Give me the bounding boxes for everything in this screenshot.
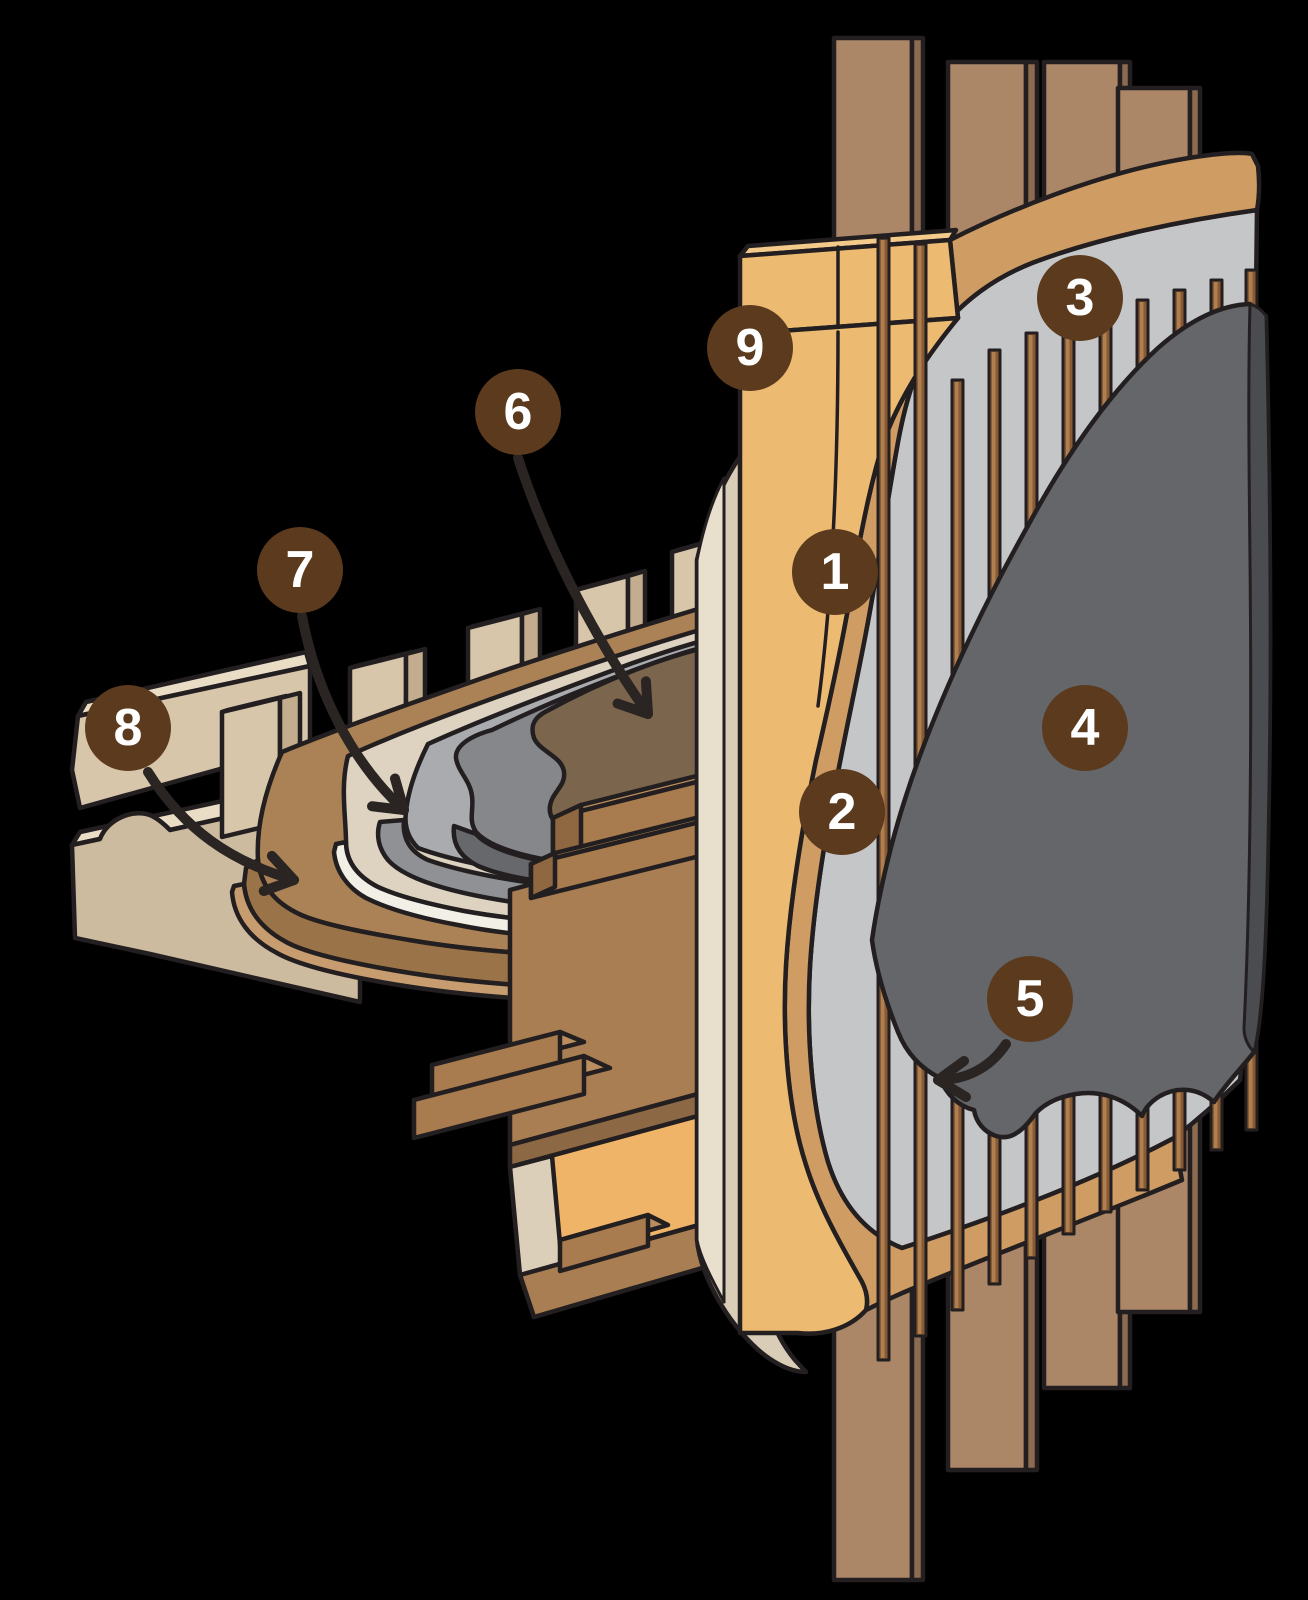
callout-3-label: 3 <box>1065 269 1095 327</box>
callout-7: 7 <box>257 527 343 613</box>
callout-8-arrow <box>143 767 299 896</box>
callout-2: 2 <box>799 769 885 855</box>
callout-4-label: 4 <box>1070 699 1100 757</box>
callout-5-arrow <box>933 1039 1011 1102</box>
callout-5-label: 5 <box>1015 970 1045 1028</box>
callout-9-label: 9 <box>735 319 765 377</box>
callout-8-label: 8 <box>113 699 143 757</box>
callout-7-arrow <box>297 611 409 815</box>
callout-6: 6 <box>475 369 561 455</box>
callout-7-label: 7 <box>285 541 315 599</box>
callout-1: 1 <box>792 529 878 615</box>
callout-8: 8 <box>85 685 171 771</box>
plinth-blocks <box>411 1029 671 1274</box>
callout-2-label: 2 <box>827 783 857 841</box>
callout-6-label: 6 <box>503 383 533 441</box>
callout-3: 3 <box>1037 255 1123 341</box>
callout-6-arrow <box>513 453 653 719</box>
callout-4: 4 <box>1042 685 1128 771</box>
callout-5: 5 <box>987 956 1073 1042</box>
callout-1-label: 1 <box>820 543 850 601</box>
callout-9: 9 <box>707 305 793 391</box>
